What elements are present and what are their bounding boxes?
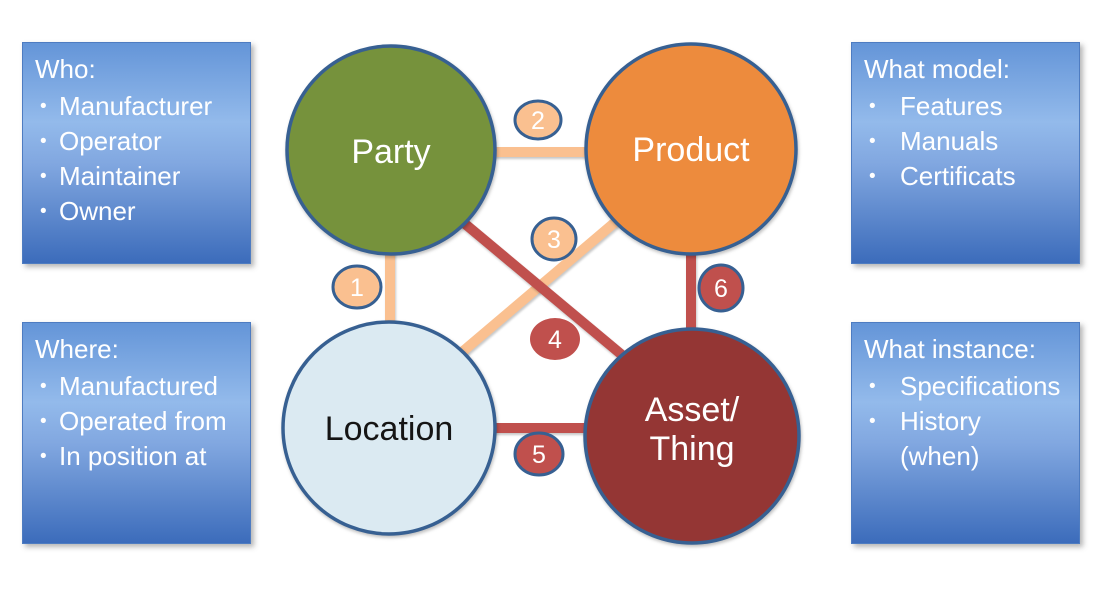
bullet-icon: • <box>869 411 876 432</box>
list-item: • History (when) <box>864 404 1067 474</box>
badge-3 <box>530 216 578 262</box>
info-box-where: Where: • Manufactured • Operated from • In … <box>22 322 251 544</box>
badge-4 <box>530 318 580 360</box>
list-item: • Operator <box>35 124 238 159</box>
node-asset-circle <box>583 327 801 545</box>
list-item-label: Maintainer <box>59 161 181 191</box>
node-location-label: Location <box>325 410 454 448</box>
bullet-icon: • <box>40 411 47 432</box>
list-item: • Operated from <box>35 404 238 439</box>
info-box-title: Who: <box>35 54 96 84</box>
list-item: • Maintainer <box>35 159 238 194</box>
info-box-what-model: What model: • Features • Manuals • Certific… <box>851 42 1080 264</box>
bullet-icon: • <box>40 201 47 222</box>
bullet-icon: • <box>869 376 876 397</box>
badge-3-number: 3 <box>547 226 561 254</box>
info-box-list: • Specifications • History (when) <box>864 369 1067 474</box>
bullet-icon: • <box>40 166 47 187</box>
node-party-circle <box>285 44 497 256</box>
badge-1-number: 1 <box>350 274 364 302</box>
list-item-label: Manufactured <box>59 371 218 401</box>
list-item-label: Certificats <box>900 161 1016 191</box>
bullet-icon: • <box>40 446 47 467</box>
bullet-icon: • <box>869 96 876 117</box>
list-item: • Specifications <box>864 369 1067 404</box>
node-asset-label-line1: Asset/ <box>645 391 740 429</box>
list-item-label: Manufacturer <box>59 91 213 121</box>
badge-5-number: 5 <box>532 441 546 469</box>
list-item: • Certificats <box>864 159 1067 194</box>
bullet-icon: • <box>869 166 876 187</box>
info-box-list: • Manufacturer • Operator • Maintainer • Own… <box>35 89 238 229</box>
list-item-label: Specifications <box>900 371 1061 401</box>
bullet-icon: • <box>40 96 47 117</box>
bullet-icon: • <box>869 131 876 152</box>
list-item-label: Manuals <box>900 126 999 156</box>
list-item: • In position at <box>35 439 238 474</box>
info-box-title: What instance: <box>864 334 1036 364</box>
badge-6 <box>697 263 745 313</box>
info-box-list: • Features • Manuals • Certificats <box>864 89 1067 194</box>
node-asset-label-line2: Thing <box>649 430 734 468</box>
list-item-label: In position at <box>59 441 207 471</box>
list-item-label: Owner <box>59 196 136 226</box>
node-location-circle <box>281 320 497 536</box>
badge-2 <box>513 99 563 141</box>
info-box-list: • Manufactured • Operated from • In positio… <box>35 369 238 474</box>
link-party-asset <box>454 214 632 364</box>
bullet-icon: • <box>40 376 47 397</box>
badge-5 <box>513 431 565 477</box>
info-box-title: Where: <box>35 334 119 364</box>
node-product-circle <box>584 42 798 256</box>
bullet-icon: • <box>40 131 47 152</box>
list-item: • Owner <box>35 194 238 229</box>
list-item-label: Operator <box>59 126 162 156</box>
list-item: • Manufacturer <box>35 89 238 124</box>
list-item-label: Features <box>900 91 1003 121</box>
info-box-what-instance: What instance: • Specifications • History … <box>851 322 1080 544</box>
node-product-label: Product <box>632 131 750 169</box>
info-box-title: What model: <box>864 54 1010 84</box>
info-box-who: Who: • Manufacturer • Operator • Maintainer… <box>22 42 251 264</box>
badge-6-number: 6 <box>714 275 728 303</box>
list-item-label: Operated from <box>59 406 227 436</box>
node-party-label: Party <box>351 133 430 171</box>
badge-1 <box>331 264 383 310</box>
badge-2-number: 2 <box>531 107 545 135</box>
list-item: • Manuals <box>864 124 1067 159</box>
list-item-label: History (when) <box>900 406 981 471</box>
badge-4-number: 4 <box>548 326 562 354</box>
list-item: • Features <box>864 89 1067 124</box>
list-item: • Manufactured <box>35 369 238 404</box>
